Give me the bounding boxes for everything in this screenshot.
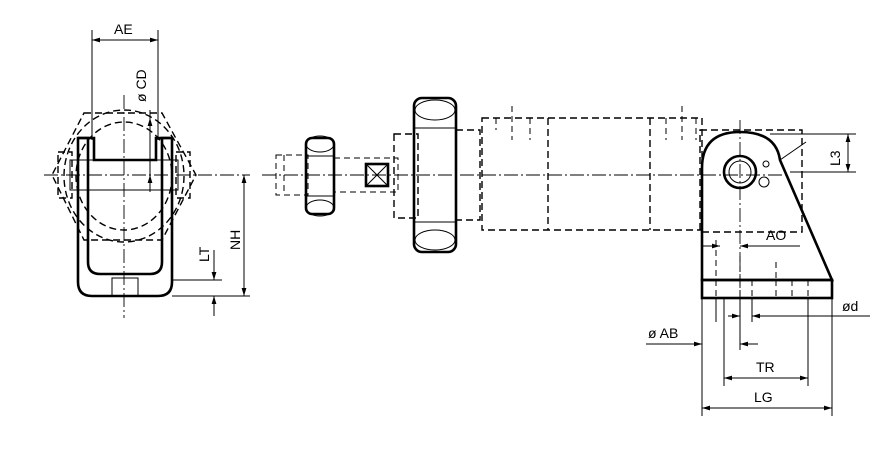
nut-bore-hidden-circle (63, 109, 185, 243)
label-LG: LG (754, 389, 773, 405)
label-AB: ø AB (648, 325, 678, 341)
dimension-d: ød (715, 298, 870, 322)
label-d: ød (842, 298, 858, 314)
dimension-L3: L3 (770, 133, 856, 173)
dimension-LT: LT (172, 246, 222, 316)
cylinder-barrel (481, 106, 703, 231)
threaded-rod-end (275, 154, 309, 196)
dimension-CD: ø CD (133, 69, 153, 192)
retaining-clip (758, 176, 770, 188)
label-CD: ø CD (133, 69, 149, 102)
bracket-base (700, 278, 834, 300)
rod-stub (111, 277, 139, 297)
dimension-AO: AO (702, 227, 800, 249)
label-NH: NH (227, 230, 243, 250)
dimension-LG: LG (701, 298, 833, 416)
bracket-plate (700, 130, 834, 282)
mounting-nut (393, 96, 481, 254)
label-TR: TR (756, 359, 775, 375)
label-L3: L3 (827, 150, 843, 166)
label-AO: AO (766, 227, 786, 243)
label-LT: LT (196, 246, 212, 262)
clevis-top-bar (78, 136, 172, 162)
clevis-end-view (44, 95, 250, 318)
label-AE: AE (114, 21, 133, 37)
dimension-AE: AE (91, 21, 159, 140)
cylinder-side-view (262, 96, 803, 254)
dimension-NH: NH (172, 175, 250, 297)
hex-nut-hidden-outline (51, 112, 197, 241)
dimension-TR: TR (723, 298, 809, 386)
dimension-AB: ø AB (646, 298, 758, 350)
rear-cap-hidden (699, 129, 803, 233)
piston-rod (333, 157, 399, 193)
rear-bracket (700, 120, 834, 300)
wrench-flat-marker (364, 162, 390, 188)
rod-lock-nut (304, 135, 336, 217)
